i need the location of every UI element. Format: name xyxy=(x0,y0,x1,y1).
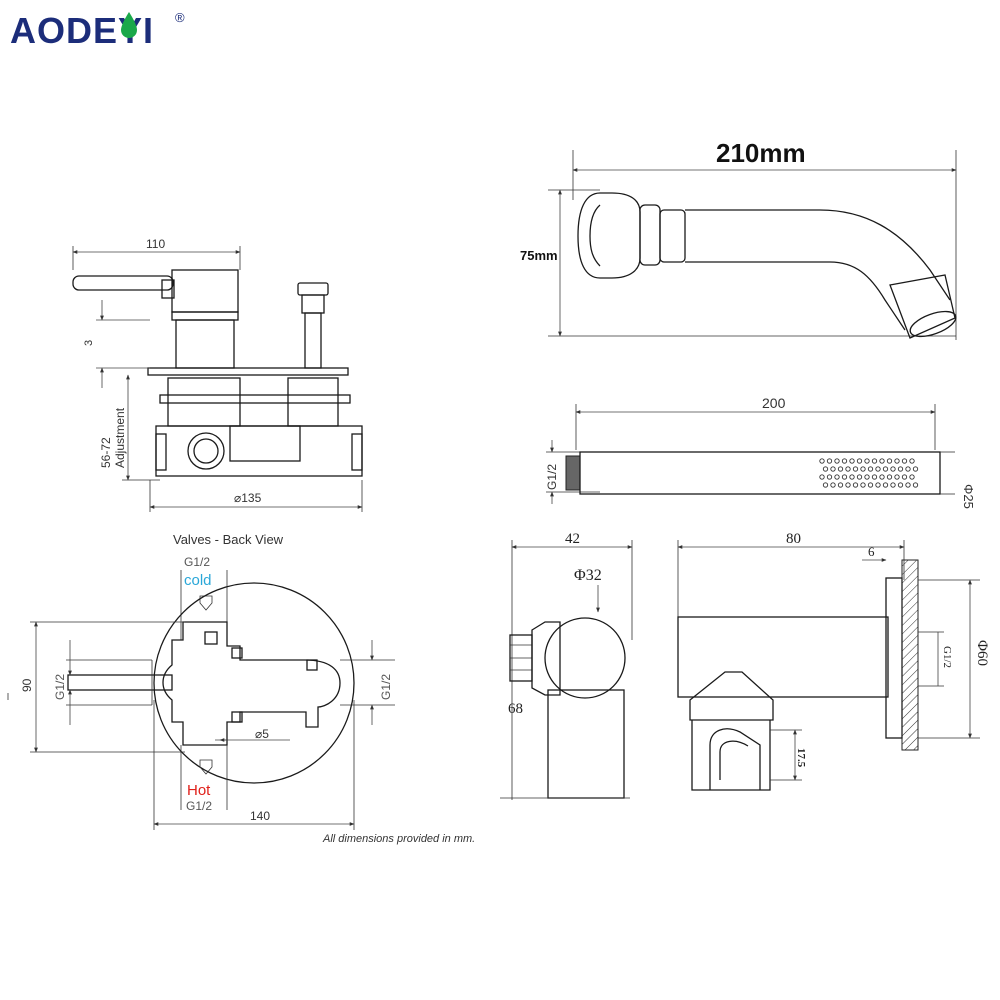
nozzle xyxy=(864,458,870,464)
nozzle xyxy=(841,474,848,480)
nozzle xyxy=(837,466,844,472)
nozzle xyxy=(875,466,881,472)
cold-label: cold xyxy=(184,572,212,589)
left-thread-label: G1/2 xyxy=(53,674,67,700)
front-thread-label: G1/2 xyxy=(941,646,953,668)
gap-label: 3 xyxy=(83,340,95,346)
plate-diameter-label: ⌀135 xyxy=(234,491,262,505)
nozzle xyxy=(830,482,836,488)
front-offset-label: 6 xyxy=(868,544,875,559)
nozzle xyxy=(856,474,863,480)
plate-diameter-front-label: Φ60 xyxy=(974,640,990,666)
nozzle xyxy=(894,474,900,480)
hand-shower-drawing: 200 G1/2 Φ25 xyxy=(545,395,976,509)
top-thread-label: G1/2 xyxy=(184,555,210,569)
nozzle xyxy=(852,482,859,488)
nozzle xyxy=(849,474,855,480)
nozzle xyxy=(901,458,908,464)
nozzle xyxy=(890,482,896,488)
nozzle xyxy=(834,458,840,464)
nozzle xyxy=(871,458,878,464)
nozzle xyxy=(822,466,829,472)
nozzle xyxy=(912,466,919,472)
valve-width-label: 110 xyxy=(146,237,165,251)
nozzle xyxy=(837,482,844,488)
nozzle xyxy=(860,466,866,472)
nozzle xyxy=(822,482,829,488)
nozzle xyxy=(867,466,874,472)
nozzle xyxy=(845,482,851,488)
right-thread-label: G1/2 xyxy=(379,674,393,700)
nozzle xyxy=(905,482,911,488)
nozzle xyxy=(849,458,855,464)
nozzle xyxy=(875,482,881,488)
brand-logo: AODEYI ® xyxy=(10,10,185,51)
back-width-label: 140 xyxy=(250,809,270,823)
height-label: 90 xyxy=(20,678,34,692)
nozzle xyxy=(890,466,896,472)
nozzle xyxy=(894,458,900,464)
nozzle xyxy=(852,466,859,472)
back-view-title: Valves - Back View xyxy=(173,532,284,547)
hand-shower-length-label: 200 xyxy=(762,395,786,411)
nozzle-grid xyxy=(819,458,919,488)
nozzle xyxy=(834,474,840,480)
clip-label: 17.5 xyxy=(795,748,807,768)
holder-side-drawing: 42 Φ32 68 xyxy=(500,531,633,800)
nozzle xyxy=(909,458,915,464)
nozzle xyxy=(841,458,848,464)
nozzle xyxy=(909,474,915,480)
nozzle xyxy=(845,466,851,472)
nozzle xyxy=(826,458,833,464)
holder-front-drawing: 80 6 Φ60 G1/2 17.5 xyxy=(677,531,990,791)
nozzle xyxy=(886,474,893,480)
nozzle xyxy=(905,466,911,472)
spout-drawing: 210mm 75mm xyxy=(520,138,957,340)
hot-label: Hot xyxy=(187,782,211,799)
nozzle xyxy=(826,474,833,480)
nozzle xyxy=(860,482,866,488)
valve-side-view: 110 3 56-72 Adjustment xyxy=(72,237,363,512)
front-width-label: 80 xyxy=(786,531,801,547)
nozzle xyxy=(897,466,904,472)
nozzle xyxy=(882,466,889,472)
holder-height-label: 68 xyxy=(508,701,523,717)
nozzle xyxy=(912,482,919,488)
registered-mark: ® xyxy=(175,10,185,25)
nozzle xyxy=(897,482,904,488)
dimensions-note: All dimensions provided in mm. xyxy=(322,833,475,845)
holder-diameter-label: Φ32 xyxy=(574,567,602,584)
bore-label: ⌀5 xyxy=(255,727,269,741)
nozzle xyxy=(886,458,893,464)
nozzle xyxy=(830,466,836,472)
nozzle xyxy=(856,458,863,464)
nozzle xyxy=(882,482,889,488)
hand-shower-thread-label: G1/2 xyxy=(545,464,559,490)
hand-shower-diameter-label: Φ25 xyxy=(961,484,976,509)
nozzle xyxy=(901,474,908,480)
spout-height-label: 75mm xyxy=(520,248,558,263)
nozzle xyxy=(879,474,885,480)
nozzle xyxy=(871,474,878,480)
bottom-thread-label: G1/2 xyxy=(186,799,212,813)
nozzle xyxy=(819,458,825,464)
nozzle xyxy=(819,474,825,480)
nozzle xyxy=(879,458,885,464)
valve-back-view: Valves - Back View G1/2 cold G1/2 90 xyxy=(7,532,475,845)
holder-width-label: 42 xyxy=(565,531,580,547)
spout-length-label: 210mm xyxy=(716,138,806,168)
adjustment-label: 56-72 Adjustment xyxy=(99,407,127,468)
nozzle xyxy=(864,474,870,480)
nozzle xyxy=(867,482,874,488)
water-drop-icon xyxy=(121,12,137,38)
